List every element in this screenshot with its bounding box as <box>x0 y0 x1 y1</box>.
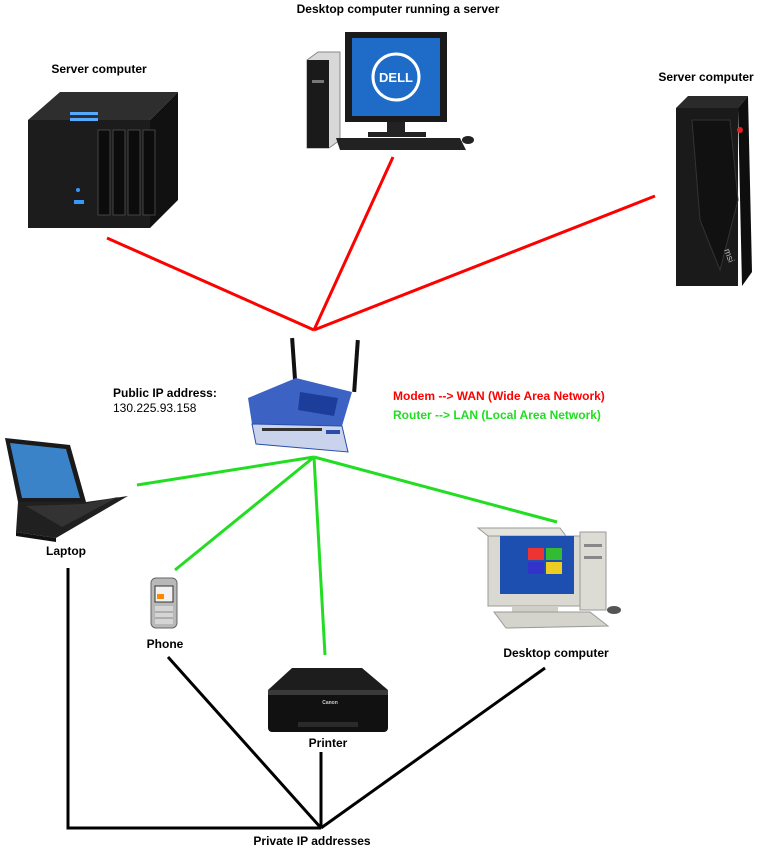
wan-link-left-server <box>106 236 315 332</box>
printer-label: Printer <box>308 736 348 750</box>
laptop-label: Laptop <box>46 544 86 558</box>
router-icon <box>248 337 360 453</box>
canon-logo-text: Canon <box>322 700 338 706</box>
right-server-label: Server computer <box>658 70 754 84</box>
dell-logo-text: DELL <box>379 70 413 85</box>
phone-icon <box>150 577 178 629</box>
private-links <box>66 568 546 830</box>
phone-label: Phone <box>146 637 184 651</box>
private-ip-label: Private IP addresses <box>253 834 371 848</box>
wan-links <box>106 156 656 332</box>
private-link-desktop <box>320 666 546 830</box>
public-ip-value: 130.225.93.158 <box>113 401 197 415</box>
laptop-icon <box>5 438 128 542</box>
private-link-phone <box>166 655 323 830</box>
retro-desktop-icon <box>476 527 621 629</box>
desktop-label: Desktop computer <box>503 646 609 660</box>
lan-link-laptop <box>136 455 315 487</box>
lan-links <box>136 455 558 656</box>
msi-tower-icon: msi <box>676 96 752 286</box>
wan-link-desktop-server <box>312 156 395 331</box>
lan-link-phone <box>174 455 315 572</box>
public-ip-title: Public IP address: <box>113 386 217 400</box>
router-lan-note: Router --> LAN (Local Area Network) <box>393 408 601 422</box>
printer-icon: Canon <box>268 668 388 732</box>
nas-server-icon <box>28 92 178 228</box>
msi-logo-text: msi <box>722 247 736 264</box>
wan-link-right-server <box>313 194 656 332</box>
private-link-laptop <box>66 568 321 830</box>
lan-link-printer <box>312 456 327 656</box>
desktop-server-label: Desktop computer running a server <box>296 2 500 16</box>
modem-wan-note: Modem --> WAN (Wide Area Network) <box>393 389 605 403</box>
lan-link-desktop <box>313 455 558 524</box>
dell-desktop-icon: DELL <box>306 32 474 150</box>
left-server-label: Server computer <box>51 62 147 76</box>
